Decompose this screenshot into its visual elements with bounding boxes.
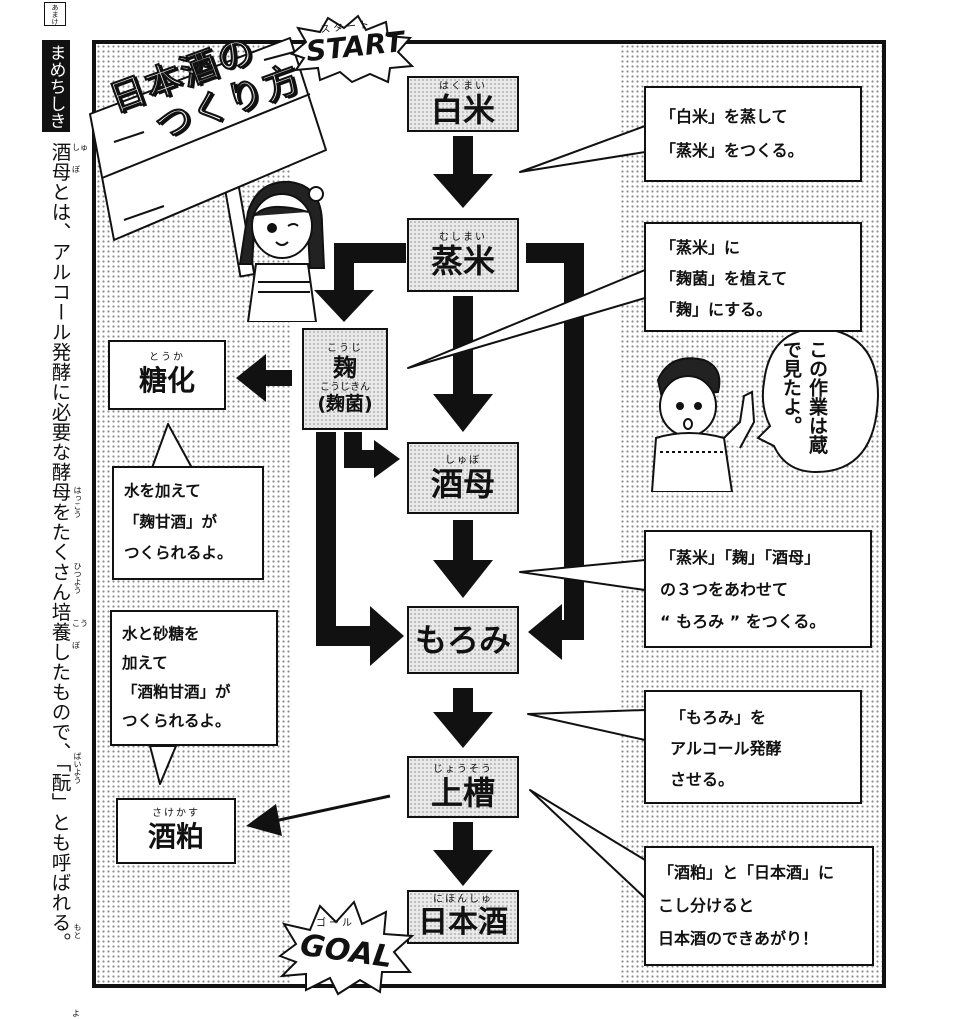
note-sakekasu-amazake-line4: つくられるよ。 bbox=[122, 712, 231, 730]
arrow-joso-nihonshu bbox=[433, 822, 493, 886]
note-separation-line3: 日本酒のできあがり！ bbox=[658, 929, 819, 948]
speech-bubble bbox=[756, 326, 880, 474]
step-joso: じょうそう 上槽 bbox=[407, 756, 519, 818]
box-touka-label: 糖化 bbox=[138, 363, 195, 397]
arrow-hakumai-mushimai bbox=[433, 136, 493, 208]
ruby-bo2: ぼ bbox=[72, 641, 80, 650]
arrow-koji-touka bbox=[236, 354, 292, 402]
arrow-mushimai-shubo bbox=[433, 296, 493, 432]
step-moromi-label: もろみ bbox=[414, 621, 511, 659]
boy-mascot-icon bbox=[650, 357, 756, 492]
step-moromi: もろみ bbox=[407, 606, 519, 674]
ruby-hakkou: はっこう bbox=[73, 486, 82, 518]
step-mushimai-ruby: むしまい bbox=[439, 231, 487, 243]
note-koji-making: 「蒸米」に 「麹菌」を植えて 「麹」にする。 bbox=[644, 222, 862, 332]
step-joso-label: 上槽 bbox=[430, 773, 495, 812]
note-koji-making-line3: 「麹」にする。 bbox=[660, 300, 773, 319]
dotted-background-right bbox=[620, 44, 882, 984]
step-koji-sub-ruby: こうじきん bbox=[320, 382, 370, 393]
step-hakumai-label: 白米 bbox=[430, 90, 495, 129]
note-separation: 「酒粕」と「日本酒」に こし分けると 日本酒のできあがり！ bbox=[644, 846, 874, 966]
note-fermentation: 「もろみ」を アルコール発酵 させる。 bbox=[644, 690, 862, 804]
arrow-mushimai-koji bbox=[314, 243, 406, 322]
arrow-koji-shubo bbox=[344, 432, 400, 478]
step-koji-label: 麹 bbox=[333, 354, 357, 382]
ruby-baiyou: ばいよう bbox=[73, 752, 82, 784]
arrow-joso-sakekasu bbox=[246, 794, 391, 836]
title-sign-board bbox=[89, 37, 327, 278]
step-nihonshu-ruby: にほんしゅ bbox=[433, 893, 493, 905]
sidebar-tab-label: まめちしき bbox=[42, 40, 70, 132]
note-steaming-line1: 「白米」を蒸して bbox=[660, 107, 788, 126]
note-koji-amazake-line2: 「麹甘酒」が bbox=[124, 513, 218, 531]
note-moromi-making-line2: の３つをあわせて bbox=[660, 580, 789, 599]
note-sakekasu-amazake-line3: 「酒粕甘酒」が bbox=[122, 683, 231, 701]
tail-note5 bbox=[529, 789, 646, 899]
note-koji-amazake-line3: つくられるよ。 bbox=[124, 544, 233, 562]
tail-left1 bbox=[151, 423, 193, 469]
note-steaming: 「白米」を蒸して 「蒸米」をつくる。 bbox=[644, 86, 862, 182]
note-moromi-making: 「蒸米」「麹」「酒母」 の３つをあわせて “ もろみ ” をつくる。 bbox=[644, 530, 872, 648]
step-hakumai: はくまい 白米 bbox=[407, 76, 519, 132]
note-fermentation-line2: アルコール発酵 bbox=[670, 739, 782, 758]
goal-burst-icon bbox=[277, 900, 415, 996]
box-sakekasu: さけかす 酒粕 bbox=[116, 798, 236, 864]
step-shubo-ruby: しゅぼ bbox=[445, 454, 481, 466]
box-sakekasu-label: 酒粕 bbox=[147, 819, 204, 853]
sidebar-body-text: 酒母とは、アルコール発酵に必要な酵母をたくさん培養したもので、「酛」とも呼ばれる… bbox=[48, 142, 71, 953]
arrow-moromi-joso bbox=[433, 688, 493, 748]
note-koji-making-line2: 「麹菌」を植えて bbox=[660, 269, 788, 288]
step-nihonshu: にほんしゅ 日本酒 bbox=[407, 890, 519, 944]
step-hakumai-ruby: はくまい bbox=[439, 80, 487, 92]
ruby-bo: ぼ bbox=[72, 165, 80, 174]
note-steaming-line2: 「蒸米」をつくる。 bbox=[660, 141, 804, 160]
note-sakekasu-amazake-line2: 加えて bbox=[122, 654, 168, 672]
tail-note1 bbox=[519, 125, 646, 173]
start-burst-icon bbox=[290, 14, 414, 84]
step-koji-ruby: こうじ bbox=[327, 343, 363, 354]
note-moromi-making-line3: “ もろみ ” をつくる。 bbox=[660, 612, 826, 631]
box-sakekasu-ruby: さけかす bbox=[152, 807, 200, 819]
ruby-yo: よ bbox=[72, 1009, 80, 1018]
step-koji-sub: (麹菌) bbox=[317, 393, 373, 415]
step-shubo-label: 酒母 bbox=[430, 464, 495, 503]
step-mushimai: むしまい 蒸米 bbox=[407, 218, 519, 292]
note-sakekasu-amazake: 水と砂糖を 加えて 「酒粕甘酒」が つくられるよ。 bbox=[110, 610, 278, 746]
ruby-kou: こう bbox=[72, 619, 88, 628]
tail-note4 bbox=[527, 709, 646, 741]
note-koji-amazake-line1: 水を加えて bbox=[124, 482, 201, 500]
sidebar-tab-top: あまけ bbox=[44, 2, 66, 26]
sidebar-tab-top-label: あまけ bbox=[51, 3, 59, 25]
box-touka: とうか 糖化 bbox=[108, 340, 226, 410]
note-fermentation-line3: させる。 bbox=[670, 770, 735, 789]
tail-left2 bbox=[149, 745, 177, 785]
step-shubo: しゅぼ 酒母 bbox=[407, 442, 519, 514]
sidebar-tab-label-text: まめちしき bbox=[45, 43, 66, 129]
note-separation-line1: 「酒粕」と「日本酒」に bbox=[658, 863, 835, 882]
speech-text: この作業は蔵で見たよ。 bbox=[780, 340, 828, 454]
girl-mascot-icon bbox=[238, 180, 326, 322]
step-mushimai-label: 蒸米 bbox=[430, 241, 495, 280]
note-fermentation-line1: 「もろみ」を bbox=[670, 708, 767, 727]
ruby-shu: しゅ bbox=[72, 143, 88, 152]
step-joso-ruby: じょうそう bbox=[433, 763, 493, 775]
goal-ruby: ゴール bbox=[316, 918, 355, 929]
arrow-koji-moromi bbox=[316, 432, 404, 666]
note-separation-line2: こし分けると bbox=[658, 896, 755, 915]
box-touka-ruby: とうか bbox=[149, 351, 185, 363]
note-moromi-making-line1: 「蒸米」「麹」「酒母」 bbox=[660, 548, 821, 567]
ruby-hitsuyou: ひつよう bbox=[73, 562, 82, 594]
arrow-mushimai-moromi bbox=[526, 243, 584, 660]
note-sakekasu-amazake-line1: 水と砂糖を bbox=[122, 625, 200, 643]
step-nihonshu-label: 日本酒 bbox=[418, 904, 508, 940]
note-koji-making-line1: 「蒸米」に bbox=[660, 238, 741, 257]
note-koji-amazake: 水を加えて 「麹甘酒」が つくられるよ。 bbox=[112, 466, 264, 580]
step-koji: こうじ 麹 こうじきん (麹菌) bbox=[302, 328, 388, 430]
arrow-shubo-moromi bbox=[433, 520, 493, 598]
ruby-moto: もと bbox=[73, 923, 82, 939]
